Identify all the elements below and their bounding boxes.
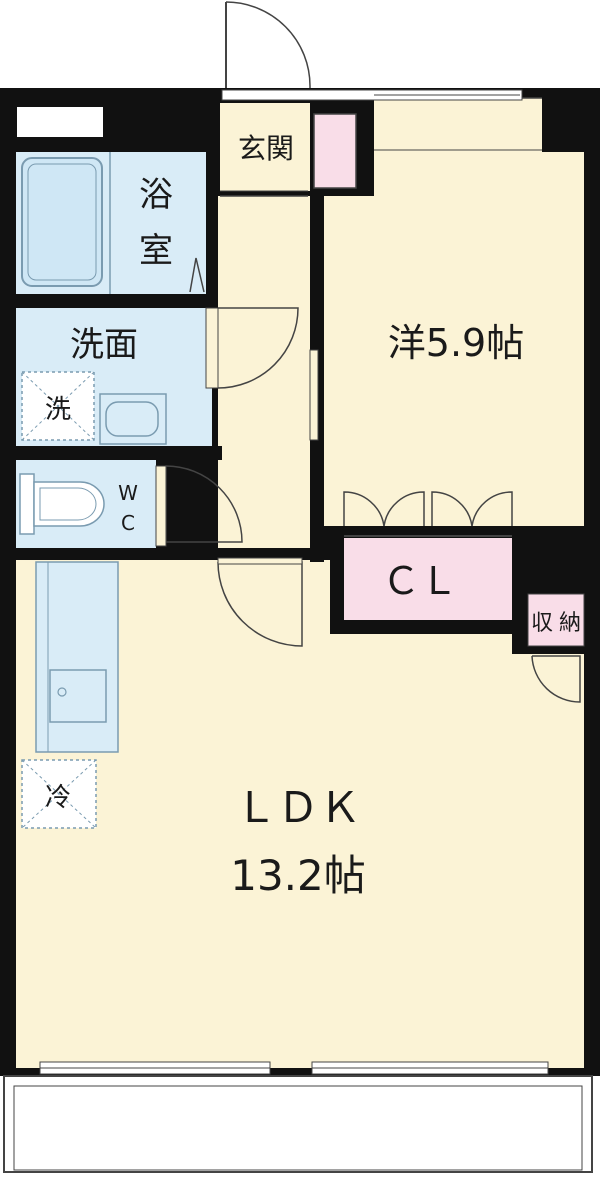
bathroom-label-line1: 浴 (139, 175, 173, 215)
entrance-label: 玄関 (238, 132, 294, 165)
hallway-floor (218, 196, 310, 562)
entrance-floor (220, 103, 314, 191)
western-room-label: 洋5.9帖 (388, 321, 524, 365)
balcony (3, 1075, 593, 1173)
storage-label-line2: 納 (559, 611, 581, 636)
window-notch (15, 105, 105, 139)
kitchen-sink (49, 669, 107, 723)
toilet-label-line2: C (121, 511, 135, 535)
ldk-label: ＬＤＫ (235, 783, 361, 832)
closet-floor (344, 538, 512, 620)
bottom-window (39, 1061, 549, 1075)
bathtub (21, 157, 103, 287)
storage-label-line1: 収 (531, 611, 553, 636)
ldk-area-label: 13.2帖 (230, 851, 366, 900)
closet-label: ＣＬ (382, 559, 458, 603)
front-door-swing (225, 1, 311, 95)
western-room-floor (322, 150, 584, 526)
washroom-label: 洗面 (70, 325, 138, 365)
washer-label: 洗 (45, 395, 71, 425)
toilet-fixture (19, 473, 105, 535)
fridge-label: 冷 (45, 783, 71, 813)
bathroom-label-line2: 室 (139, 231, 173, 271)
toilet-label-line1: W (118, 481, 138, 505)
closet-doors (343, 491, 513, 537)
